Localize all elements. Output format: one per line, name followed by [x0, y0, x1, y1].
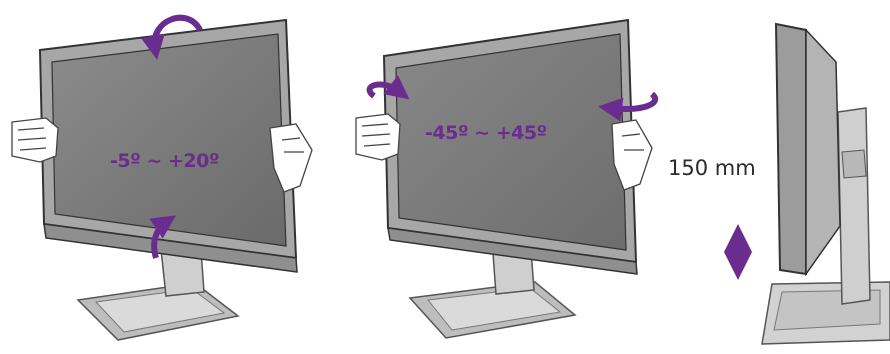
monitor-side — [776, 24, 806, 274]
swivel-range-label: -45º ~ +45º — [425, 122, 547, 144]
tilt-range-label: -5º ~ +20º — [110, 150, 219, 172]
hand-icon — [356, 114, 400, 160]
height-range-label: 150 mm — [668, 156, 756, 180]
monitor-screen — [52, 34, 286, 246]
monitor-height — [738, 24, 890, 344]
hand-icon — [12, 118, 58, 162]
monitor-swivel — [356, 20, 655, 338]
monitor-tilt — [12, 18, 312, 340]
monitor-stand — [838, 108, 870, 304]
